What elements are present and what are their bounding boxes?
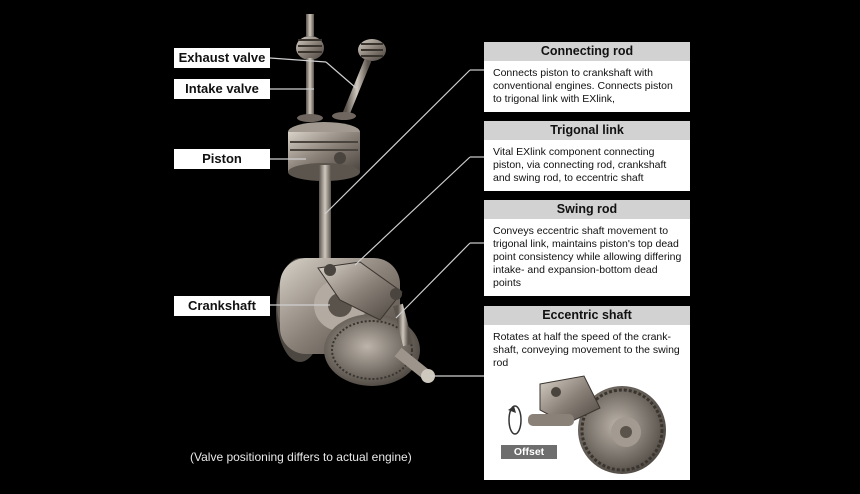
connecting-rod-part bbox=[319, 165, 331, 265]
diagram-caption: (Valve positioning differs to actual eng… bbox=[190, 450, 412, 464]
intake-valve-part bbox=[332, 39, 386, 120]
card-trigonal-link: Trigonal link Vital EXlink component con… bbox=[484, 121, 690, 191]
exhaust-valve-part bbox=[296, 14, 324, 122]
card-body: Conveys eccentric shaft movement to trig… bbox=[493, 225, 682, 289]
card-title: Connecting rod bbox=[484, 42, 690, 61]
card-swing-rod: Swing rod Conveys eccentric shaft moveme… bbox=[484, 200, 690, 296]
label-piston: Piston bbox=[174, 149, 270, 169]
offset-badge: Offset bbox=[501, 445, 557, 459]
eccentric-shaft-part bbox=[394, 347, 435, 383]
label-intake-valve: Intake valve bbox=[174, 79, 270, 99]
leader-lines bbox=[262, 57, 484, 377]
card-body: Vital EXlink component connecting piston… bbox=[493, 146, 667, 184]
label-crankshaft: Crankshaft bbox=[174, 296, 270, 316]
card-title: Eccentric shaft bbox=[484, 306, 690, 325]
card-body: Rotates at half the speed of the crank-s… bbox=[493, 331, 680, 369]
swing-rod-part bbox=[393, 303, 413, 347]
card-connecting-rod: Connecting rod Connects piston to cranks… bbox=[484, 42, 690, 112]
card-title: Swing rod bbox=[484, 200, 690, 219]
piston-part bbox=[288, 122, 360, 181]
label-exhaust-valve: Exhaust valve bbox=[174, 48, 270, 68]
card-body: Connects piston to crankshaft with conve… bbox=[493, 67, 673, 105]
card-title: Trigonal link bbox=[484, 121, 690, 140]
trigonal-link-part bbox=[317, 261, 403, 321]
